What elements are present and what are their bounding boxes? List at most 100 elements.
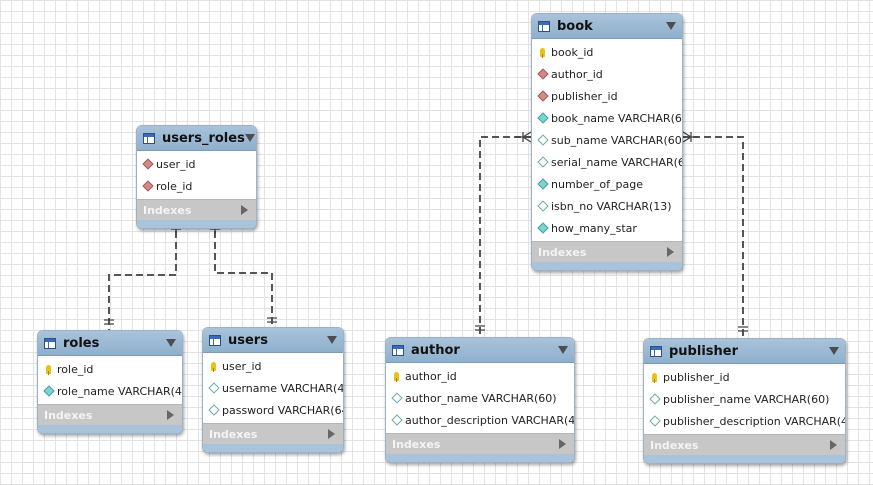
indexes-label: Indexes <box>538 245 587 259</box>
table-title: roles <box>63 335 100 351</box>
column-name: publisher_description VARCHAR(400) <box>663 414 845 428</box>
indexes-label: Indexes <box>209 427 258 441</box>
relationship-users_roles-roles <box>108 220 177 330</box>
one-mark-publisher <box>738 326 748 332</box>
primary-key-icon <box>211 361 216 372</box>
column-row[interactable]: role_name VARCHAR(45) <box>38 380 182 402</box>
column-row[interactable]: book_id <box>532 41 682 63</box>
column-row[interactable]: author_id <box>386 365 574 387</box>
crowfoot-book-author <box>515 131 532 143</box>
column-list: role_id role_name VARCHAR(45) <box>38 356 182 404</box>
column-row[interactable]: publisher_name VARCHAR(60) <box>644 388 845 410</box>
column-row[interactable]: number_of_page <box>532 173 682 195</box>
relationship-book-publisher <box>682 136 744 338</box>
column-row[interactable]: role_id <box>38 358 182 380</box>
column-row[interactable]: author_id <box>532 63 682 85</box>
table-users[interactable]: users user_id username VARCHAR(45) passw… <box>202 327 344 453</box>
primary-key-icon <box>394 371 399 382</box>
column-name: role_id <box>57 362 94 376</box>
table-header[interactable]: users_roles <box>137 126 256 151</box>
collapse-arrow-icon[interactable] <box>666 22 676 30</box>
expand-arrow-icon[interactable] <box>667 247 674 257</box>
column-row[interactable]: user_id <box>137 153 256 175</box>
collapse-arrow-icon[interactable] <box>244 134 255 142</box>
column-row[interactable]: publisher_id <box>532 85 682 107</box>
table-header[interactable]: users <box>203 328 343 353</box>
table-roles[interactable]: roles role_id role_name VARCHAR(45) Inde… <box>37 330 183 434</box>
column-name: author_id <box>405 369 457 383</box>
expand-arrow-icon[interactable] <box>167 410 174 420</box>
table-icon <box>650 345 662 357</box>
nullable-column-icon <box>207 404 220 416</box>
column-row[interactable]: publisher_id <box>644 366 845 388</box>
column-name: isbn_no VARCHAR(13) <box>551 199 672 213</box>
table-icon <box>538 20 550 32</box>
column-row[interactable]: role_id <box>137 175 256 197</box>
table-title: users <box>228 332 268 348</box>
nullable-column-icon <box>207 382 220 394</box>
one-mark-roles <box>104 319 114 325</box>
table-book[interactable]: book book_id author_id publisher_id book… <box>531 13 683 271</box>
column-name: password VARCHAR(64) <box>222 403 344 417</box>
column-name: username VARCHAR(45) <box>222 381 344 395</box>
expand-arrow-icon[interactable] <box>241 205 248 215</box>
indexes-section[interactable]: Indexes <box>38 404 182 425</box>
table-header[interactable]: book <box>532 14 682 39</box>
table-users_roles[interactable]: users_roles user_id role_id Indexes <box>136 125 257 229</box>
relationship-users_roles-users <box>214 220 273 327</box>
column-row[interactable]: username VARCHAR(45) <box>203 377 343 399</box>
table-header[interactable]: author <box>386 338 574 363</box>
table-header[interactable]: roles <box>38 331 182 356</box>
column-row[interactable]: serial_name VARCHAR(60) <box>532 151 682 173</box>
table-icon <box>209 334 221 346</box>
table-header[interactable]: publisher <box>644 339 845 364</box>
one-mark-users <box>267 317 277 323</box>
column-list: book_id author_id publisher_id book_name… <box>532 39 682 241</box>
foreign-key-icon <box>141 158 154 170</box>
expand-arrow-icon[interactable] <box>328 429 335 439</box>
column-row[interactable]: user_id <box>203 355 343 377</box>
column-row[interactable]: author_description VARCHAR(400) <box>386 409 574 431</box>
table-publisher[interactable]: publisher publisher_id publisher_name VA… <box>643 338 846 464</box>
indexes-section[interactable]: Indexes <box>137 199 256 220</box>
column-row[interactable]: password VARCHAR(64) <box>203 399 343 421</box>
column-name: publisher_id <box>551 89 618 103</box>
column-list: author_id author_name VARCHAR(60) author… <box>386 363 574 433</box>
nullable-column-icon <box>536 200 549 212</box>
column-row[interactable]: how_many_star <box>532 217 682 239</box>
crowfoot-book-publisher <box>682 131 698 143</box>
column-name: user_id <box>156 157 196 171</box>
indexes-section[interactable]: Indexes <box>203 423 343 444</box>
column-name: publisher_name VARCHAR(60) <box>663 392 830 406</box>
table-icon <box>143 132 155 144</box>
table-footer <box>137 220 256 228</box>
collapse-arrow-icon[interactable] <box>829 347 839 355</box>
collapse-arrow-icon[interactable] <box>558 346 568 354</box>
indexes-label: Indexes <box>650 438 699 452</box>
column-list: publisher_id publisher_name VARCHAR(60) … <box>644 364 845 434</box>
column-name: author_description VARCHAR(400) <box>405 413 575 427</box>
column-name: role_name VARCHAR(45) <box>57 384 183 398</box>
column-row[interactable]: book_name VARCHAR(60) <box>532 107 682 129</box>
column-row[interactable]: author_name VARCHAR(60) <box>386 387 574 409</box>
column-name: book_id <box>551 45 594 59</box>
collapse-arrow-icon[interactable] <box>166 339 176 347</box>
indexes-label: Indexes <box>143 203 192 217</box>
table-footer <box>38 425 182 433</box>
expand-arrow-icon[interactable] <box>830 440 837 450</box>
indexes-section[interactable]: Indexes <box>644 434 845 455</box>
indexes-section[interactable]: Indexes <box>532 241 682 262</box>
nullable-column-icon <box>536 134 549 146</box>
table-title: author <box>411 342 460 358</box>
indexes-section[interactable]: Indexes <box>386 433 574 454</box>
column-row[interactable]: isbn_no VARCHAR(13) <box>532 195 682 217</box>
indexes-label: Indexes <box>392 437 441 451</box>
collapse-arrow-icon[interactable] <box>327 336 337 344</box>
table-title: users_roles <box>162 130 245 146</box>
nullable-column-icon <box>390 392 403 404</box>
expand-arrow-icon[interactable] <box>559 439 566 449</box>
table-author[interactable]: author author_id author_name VARCHAR(60)… <box>385 337 575 463</box>
column-row[interactable]: publisher_description VARCHAR(400) <box>644 410 845 432</box>
not-null-column-icon <box>536 178 549 190</box>
column-row[interactable]: sub_name VARCHAR(60) <box>532 129 682 151</box>
